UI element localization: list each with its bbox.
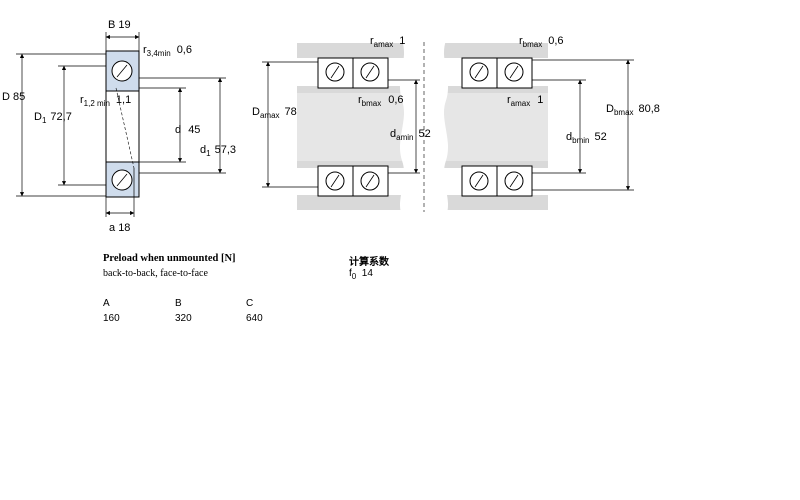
preload-value-c: 640 — [246, 313, 263, 324]
preload-header-c: C — [246, 298, 254, 309]
preload-header-b: B — [175, 298, 182, 309]
label-d: d 45 — [175, 124, 200, 136]
preload-subtitle: back-to-back, face-to-face — [103, 268, 208, 279]
bearing-pair-bottom-left — [317, 165, 389, 197]
mounting-arrangement — [297, 39, 548, 217]
right-dimension-lines — [262, 59, 634, 191]
left-dimension-lines — [16, 32, 226, 217]
bearing-pair-top-left — [317, 57, 389, 89]
preload-header-a: A — [103, 298, 110, 309]
label-a: a 18 — [109, 222, 130, 234]
bearing-pair-top-right — [461, 57, 533, 89]
preload-title: Preload when unmounted [N] — [103, 253, 236, 264]
calc-title: 计算系数 — [349, 257, 389, 268]
label-B: B 19 — [108, 19, 131, 31]
bearing-cross-section — [105, 50, 140, 198]
label-D: D 85 — [2, 91, 25, 103]
bearing-pair-bottom-right — [461, 165, 533, 197]
preload-value-b: 320 — [175, 313, 192, 324]
contact-angle-line — [115, 87, 135, 169]
calc-f0: f0 14 — [349, 268, 373, 281]
preload-value-a: 160 — [103, 313, 120, 324]
